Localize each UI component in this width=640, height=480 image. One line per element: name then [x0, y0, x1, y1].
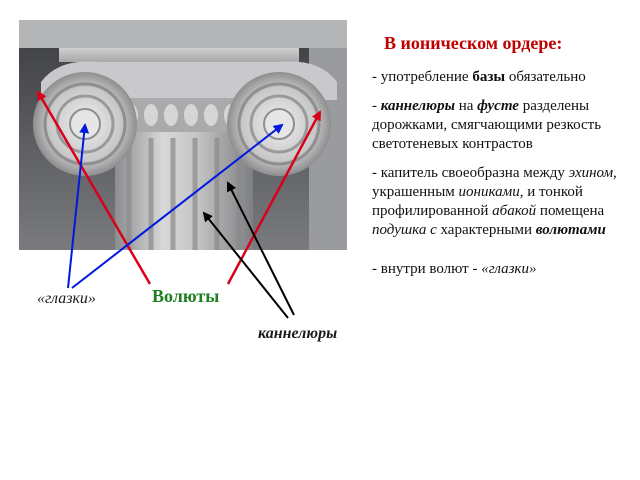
ionic-capital-photo	[19, 20, 347, 250]
slide-title: В ионическом ордере:	[384, 33, 563, 53]
notes-list: - употребление базы обязательно - каннел…	[372, 68, 634, 289]
note-glazki: - внутри волют - «глазки»	[372, 261, 537, 277]
label-kanneliury: каннелюры	[258, 325, 338, 342]
label-volyuty: Волюты	[152, 286, 220, 306]
label-glazki: «глазки»	[37, 290, 96, 307]
note-base: - употребление базы обязательно	[372, 69, 586, 85]
note-kanneliury: - каннелюры на фусте разделены дорожками…	[372, 98, 602, 152]
note-capital: - капитель своеобразна между эхином, укр…	[372, 165, 617, 238]
